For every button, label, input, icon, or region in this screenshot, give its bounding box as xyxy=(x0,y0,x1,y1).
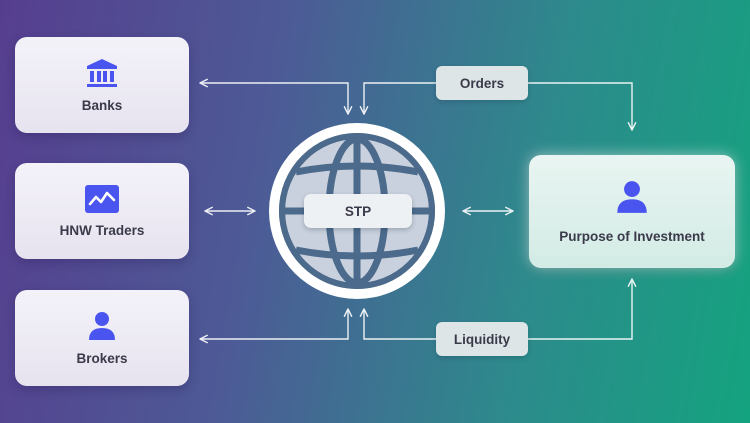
liquidity-label: Liquidity xyxy=(436,322,528,356)
purpose-of-investment-card: Purpose of Investment xyxy=(529,155,735,268)
bank-icon xyxy=(86,58,118,88)
user-icon xyxy=(87,311,117,341)
hnw-traders-card: HNW Traders xyxy=(15,163,189,259)
stp-hub-label: STP xyxy=(304,194,412,228)
user-icon xyxy=(615,180,649,219)
banks-card: Banks xyxy=(15,37,189,133)
chart-line-icon xyxy=(85,184,119,213)
brokers-connector xyxy=(199,308,353,344)
orders-label: Orders xyxy=(436,66,528,100)
banks-label: Banks xyxy=(81,97,123,113)
banks-connector xyxy=(199,78,353,115)
brokers-card: Brokers xyxy=(15,290,189,386)
purpose-of-investment-label: Purpose of Investment xyxy=(559,228,705,244)
hnw-traders-label: HNW Traders xyxy=(59,222,145,238)
brokers-label: Brokers xyxy=(76,350,128,366)
